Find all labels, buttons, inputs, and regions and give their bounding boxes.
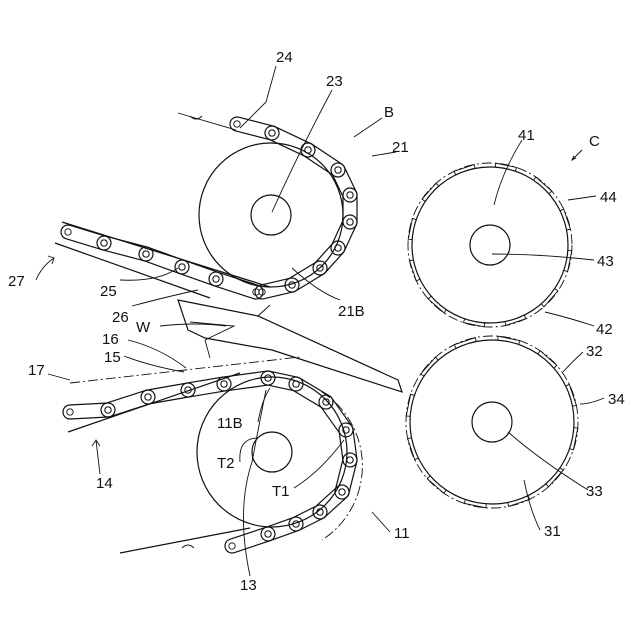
- chain-pin: [347, 192, 353, 198]
- roller-41: [408, 163, 572, 327]
- label-21b: 21B: [338, 303, 365, 320]
- roller-tooth: [546, 468, 563, 487]
- chain-link: [343, 188, 357, 229]
- label-13: 13: [240, 577, 257, 594]
- chain-pin: [229, 543, 235, 549]
- roller-tooth: [428, 296, 446, 313]
- chain-link: [289, 377, 333, 409]
- chain-pin: [305, 147, 311, 153]
- guide-plate-w: [178, 300, 402, 392]
- chain-pin: [293, 381, 299, 387]
- chain-pin: [179, 264, 185, 270]
- chain-link: [319, 395, 353, 437]
- roller-31: [406, 336, 578, 508]
- label-25: 25: [100, 283, 117, 300]
- label-27: 27: [8, 273, 25, 290]
- label-26: 26: [112, 309, 129, 326]
- label-33: 33: [586, 483, 603, 500]
- chain-pin: [234, 121, 240, 127]
- chain-pin: [213, 276, 219, 282]
- upper-chain-bracket: [190, 116, 202, 119]
- label-41: 41: [518, 127, 535, 144]
- roller-tooth: [427, 476, 446, 493]
- roller-tooth: [534, 177, 552, 194]
- chain-pin: [265, 375, 271, 381]
- label-15: 15: [104, 349, 121, 366]
- upper-left-chain-26: [61, 225, 263, 299]
- chain-pin: [335, 167, 341, 173]
- upper-chain-guide: [178, 113, 236, 130]
- roller-tooth: [538, 351, 557, 368]
- chain-pin: [143, 251, 149, 257]
- label-c: C: [589, 133, 600, 150]
- label-32: 32: [586, 343, 603, 360]
- roller-tooth: [421, 357, 438, 376]
- chain-pin: [265, 531, 271, 537]
- roller-tooth: [541, 289, 558, 307]
- chain-pin: [101, 240, 107, 246]
- upper-chain-21: [230, 117, 357, 299]
- chain-link: [313, 485, 349, 519]
- lower-chain-11: [63, 371, 357, 553]
- label-21: 21: [392, 139, 409, 156]
- label-t2: T2: [217, 455, 235, 472]
- label-b: B: [384, 104, 394, 121]
- chain-pin: [339, 489, 345, 495]
- lower-rail-bracket: [182, 545, 194, 548]
- chain-pin: [105, 407, 111, 413]
- label-w: W: [136, 319, 151, 336]
- chain-pin: [269, 130, 275, 136]
- label-43: 43: [597, 253, 614, 270]
- label-11b: 11B: [217, 415, 243, 432]
- chain-pin: [347, 457, 353, 463]
- label-42: 42: [596, 321, 613, 338]
- label-14: 14: [96, 475, 113, 492]
- chain-pin: [67, 409, 73, 415]
- chain-pin: [253, 289, 259, 295]
- label-44: 44: [600, 189, 617, 206]
- chain-pin: [65, 229, 71, 235]
- label-11: 11: [394, 525, 410, 542]
- chain-link: [141, 383, 195, 404]
- chain-pin: [335, 245, 341, 251]
- label-31: 31: [544, 523, 561, 540]
- roller-tooth: [422, 183, 439, 201]
- chain-link: [301, 143, 345, 177]
- label-t1: T1: [272, 483, 290, 500]
- label-17: 17: [28, 362, 45, 379]
- label-34: 34: [608, 391, 625, 408]
- label-16: 16: [102, 331, 119, 348]
- chain-pin: [145, 394, 151, 400]
- chain-pin: [347, 219, 353, 225]
- label-24: 24: [276, 49, 293, 66]
- label-23: 23: [326, 73, 343, 90]
- chain-pin: [221, 381, 227, 387]
- upper-side-bar-25: [55, 222, 270, 298]
- chain-link: [285, 261, 327, 292]
